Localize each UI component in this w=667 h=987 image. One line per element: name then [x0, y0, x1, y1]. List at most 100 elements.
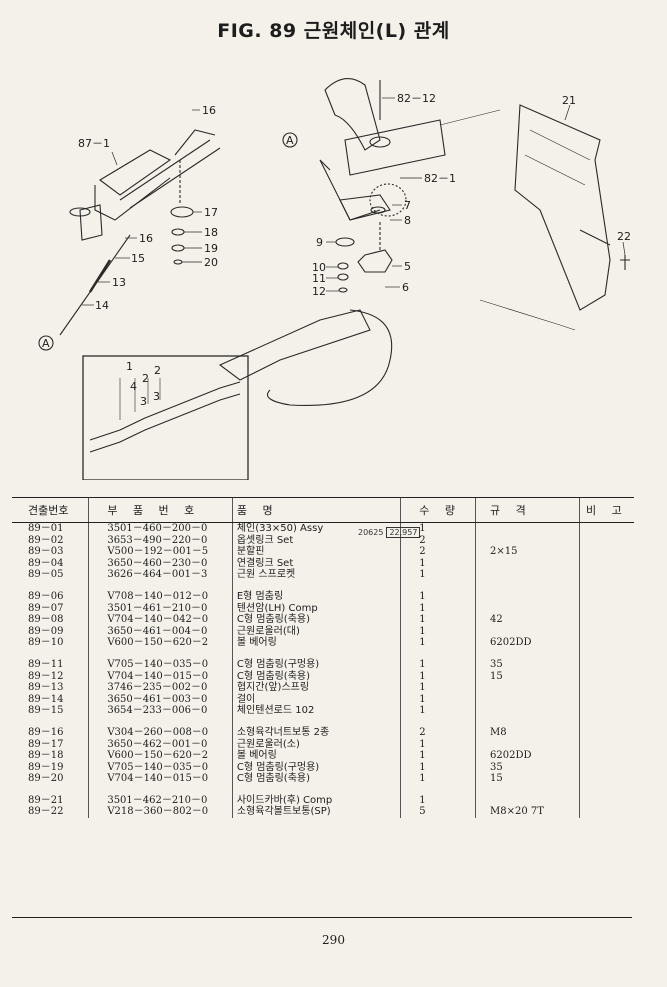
- cell-part-no: 3501－462－210－0: [88, 794, 233, 807]
- spacer-cell: [12, 717, 89, 727]
- cell-quantity: 2: [400, 546, 476, 558]
- cell-quantity: 1: [400, 682, 476, 694]
- cell-spec: [475, 693, 580, 706]
- cell-quantity: 1: [400, 705, 476, 717]
- page-number: 290: [322, 933, 345, 947]
- cell-quantity: 1: [400, 738, 476, 751]
- spacer-cell: [231, 716, 401, 727]
- cell-remarks: [578, 726, 634, 739]
- cell-spec: 6202DD: [475, 637, 580, 649]
- cell-remarks: [578, 750, 634, 762]
- cell-part-name: 볼 베어링: [231, 750, 401, 762]
- handwritten-number: 20625: [358, 528, 384, 537]
- cell-spec: [475, 534, 580, 547]
- spacer-cell: [578, 784, 634, 795]
- cell-quantity: 1: [400, 670, 476, 683]
- inset-label-2a: 2: [142, 372, 149, 385]
- cell-part-no: V708－140－012－0: [88, 590, 233, 603]
- cell-spec: [475, 625, 580, 638]
- handwritten-boxed-number: 22,957: [386, 527, 421, 538]
- cell-part-name: C형 멈춤링(축용): [231, 773, 401, 785]
- cell-part-no: 3626－464－001－3: [88, 569, 233, 581]
- cell-ref-no: 89－07: [28, 602, 64, 614]
- cell-quantity: 1: [400, 590, 476, 603]
- cell-part-name: 소형육각볼트보통(SP): [231, 806, 401, 819]
- cell-part-name: C형 멈춤링(축용): [231, 670, 401, 683]
- label-14: 14: [95, 299, 109, 312]
- cell-spec: [475, 590, 580, 603]
- cell-ref-no: 89－02: [28, 534, 64, 546]
- cell-part-no: V705－140－035－0: [88, 658, 233, 671]
- row-spacer: [12, 784, 634, 795]
- label-19: 19: [204, 242, 218, 255]
- cell-quantity: 1: [400, 569, 476, 581]
- cell-spec: [475, 557, 580, 570]
- label-8: 8: [404, 214, 411, 227]
- label-16-top: 16: [202, 104, 216, 117]
- col-header-remarks: 비 고: [578, 497, 634, 523]
- cell-part-no: V704－140－015－0: [88, 670, 233, 683]
- cell-part-no: 3654－233－006－0: [88, 705, 233, 717]
- cell-remarks: [578, 557, 634, 570]
- cell-quantity: 1: [400, 794, 476, 807]
- spacer-cell: [578, 648, 634, 659]
- cell-part-name: C형 멈춤링(축용): [231, 614, 401, 626]
- spacer-cell: [231, 784, 401, 795]
- cell-remarks: [578, 569, 634, 581]
- cell-spec: M8: [475, 726, 580, 739]
- col-header-spec: 규 격: [475, 497, 580, 523]
- cell-spec: M8×20 7T: [475, 806, 580, 819]
- cell-spec: 42: [475, 614, 580, 626]
- cell-quantity: 1: [400, 625, 476, 638]
- label-5: 5: [404, 260, 411, 273]
- cell-part-no: 3650－461－003－0: [88, 693, 233, 706]
- cell-remarks: [578, 602, 634, 615]
- cell-quantity: 1: [400, 614, 476, 626]
- cell-part-no: V600－150－620－2: [88, 750, 233, 762]
- row-spacer: [12, 716, 634, 727]
- cell-part-name: 사이드카바(후) Comp: [231, 794, 401, 807]
- cell-spec: 15: [475, 670, 580, 683]
- cell-quantity: 1: [400, 602, 476, 615]
- cell-part-no: V704－140－015－0: [88, 773, 233, 785]
- cell-part-name: 근원로울러(대): [231, 625, 401, 638]
- cell-part-name: C형 멈춤링(구멍용): [231, 658, 401, 671]
- cell-ref-no: 89－18: [28, 750, 64, 762]
- label-82-1: 82－1: [424, 172, 456, 185]
- cell-remarks: [578, 806, 634, 819]
- spacer-cell: [12, 785, 89, 795]
- cell-remarks: [578, 637, 634, 649]
- cell-part-name: 옵셋링크 Set: [231, 534, 401, 547]
- spacer-cell: [231, 648, 401, 659]
- cell-part-no: 3501－460－200－0: [88, 522, 233, 535]
- cell-remarks: [578, 614, 634, 626]
- cell-part-no: V600－150－620－2: [88, 637, 233, 649]
- cell-ref-no: 89－11: [28, 658, 64, 670]
- cell-spec: [475, 602, 580, 615]
- spacer-cell: [12, 581, 89, 591]
- cell-spec: [475, 705, 580, 717]
- cell-quantity: 1: [400, 522, 476, 535]
- cell-remarks: [578, 670, 634, 683]
- cell-ref-no: 89－05: [28, 569, 64, 581]
- cell-spec: [475, 794, 580, 807]
- cell-ref-no: 89－16: [28, 726, 64, 738]
- spacer-cell: [88, 580, 233, 591]
- cell-spec: 15: [475, 773, 580, 785]
- col-header-ref: 견출번호: [12, 497, 89, 523]
- cell-ref-no: 89－09: [28, 625, 64, 637]
- cell-remarks: [578, 705, 634, 717]
- cell-spec: [475, 682, 580, 694]
- cell-quantity: 5: [400, 806, 476, 819]
- cell-part-name: C형 멈춤링(구멍용): [231, 761, 401, 774]
- spacer-cell: [231, 580, 401, 591]
- cell-part-no: 3653－490－220－0: [88, 534, 233, 547]
